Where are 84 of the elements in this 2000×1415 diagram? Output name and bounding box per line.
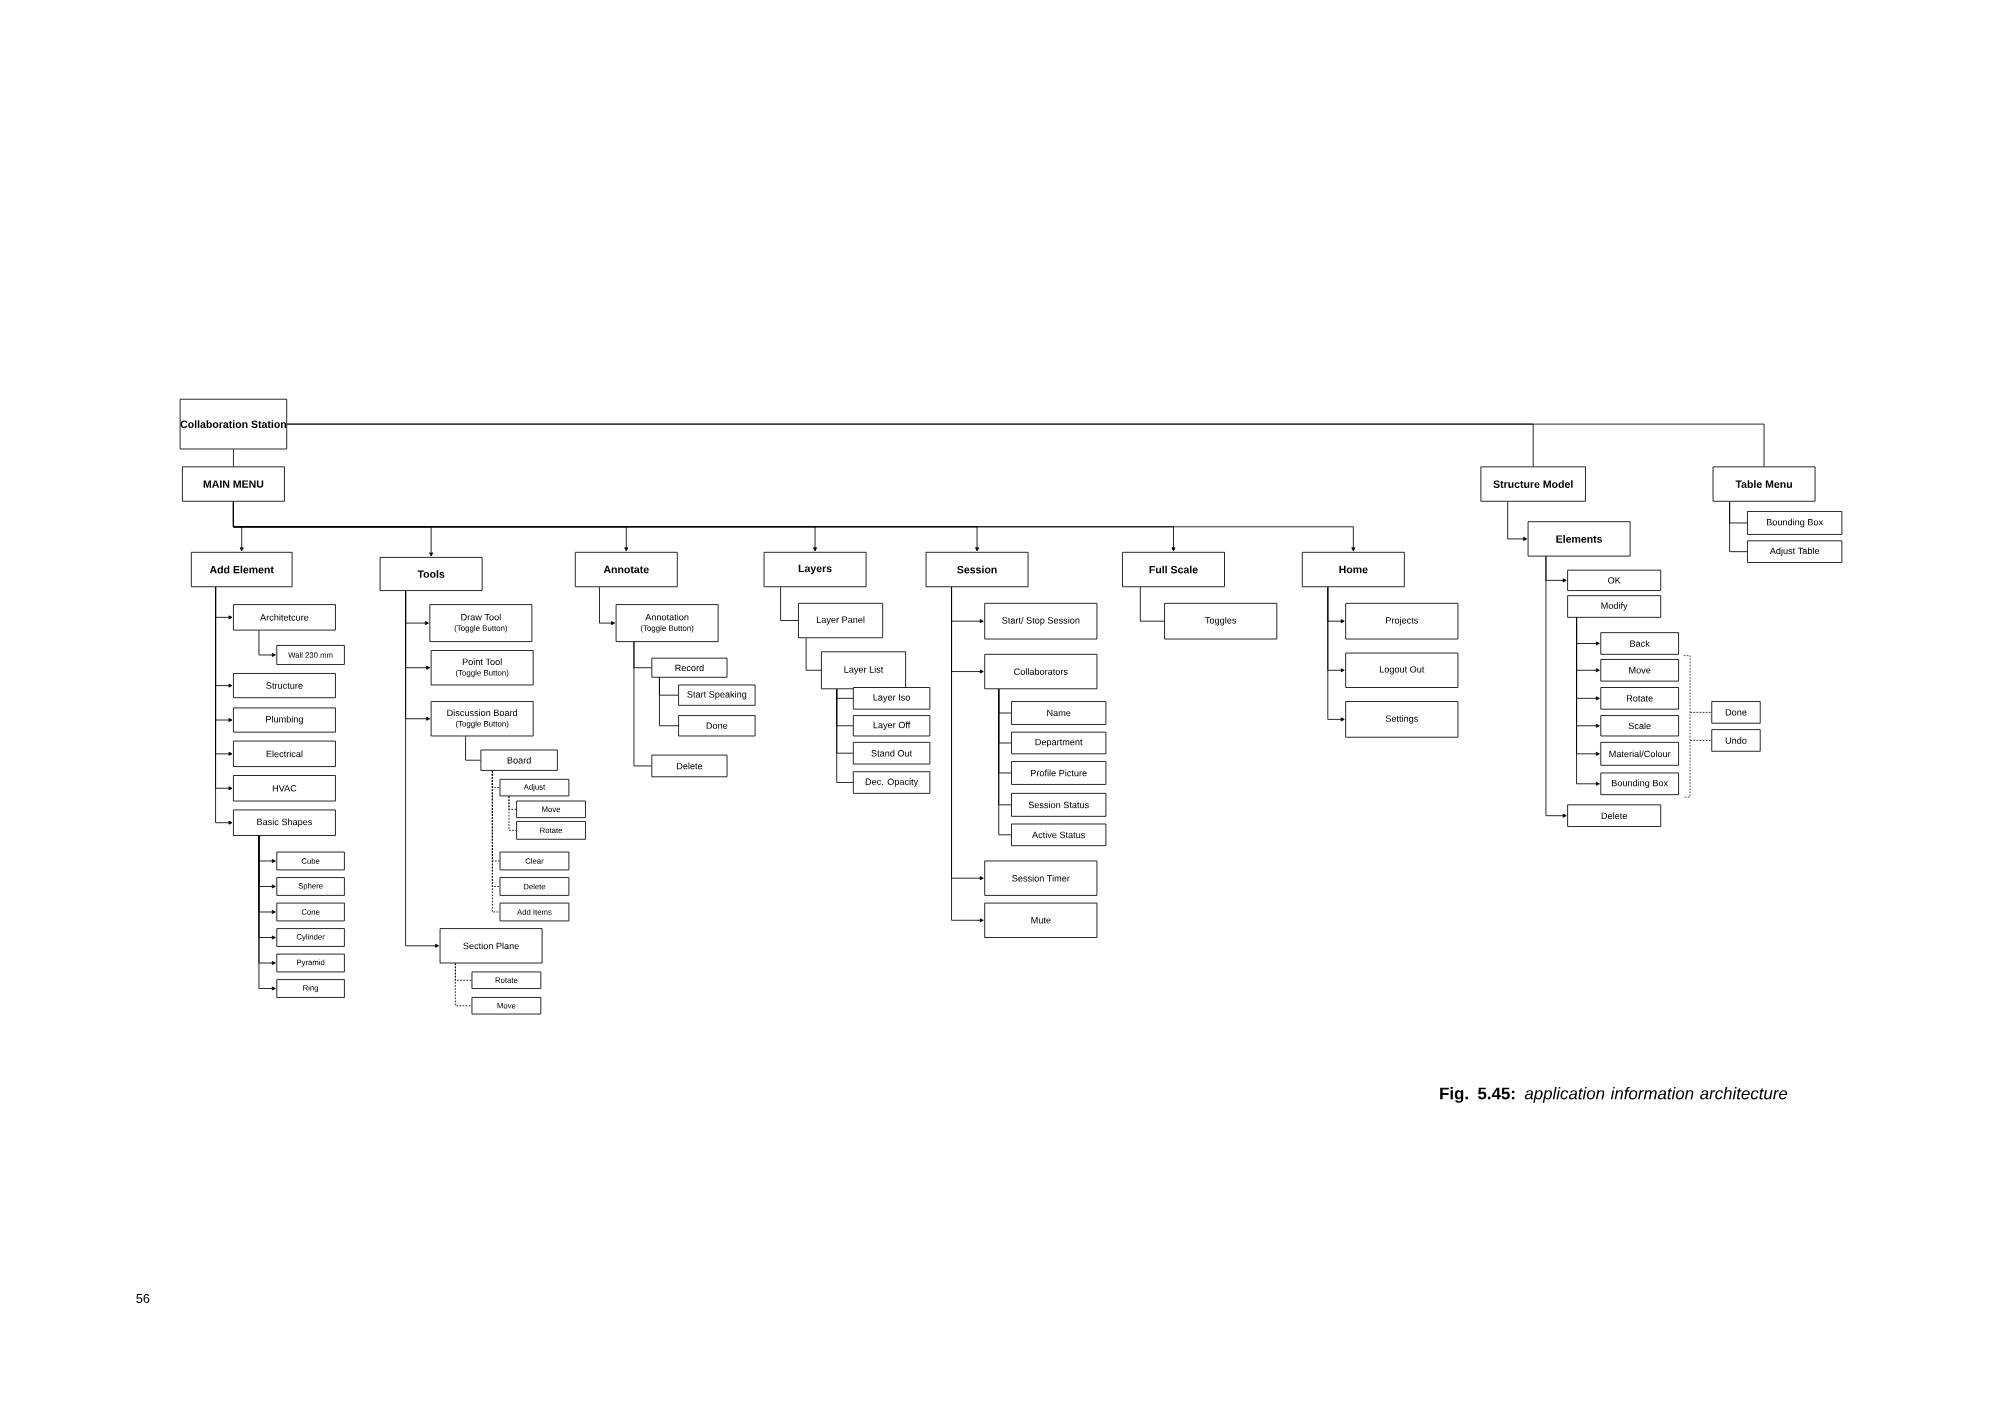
menu-box: Architetcure <box>233 604 336 631</box>
menu-box: Layer Off <box>852 715 931 737</box>
menu-box: Delete <box>1567 804 1662 828</box>
menu-box: Collaboration Station <box>179 399 288 450</box>
arrow <box>1545 556 1567 818</box>
arrow <box>1327 586 1345 722</box>
connector-line <box>805 638 822 671</box>
connector-line <box>508 796 517 831</box>
menu-box: Session Status <box>1011 793 1107 817</box>
menu-box: Add Element <box>190 552 293 588</box>
menu-box: Record <box>651 658 728 678</box>
menu-box: Annotate <box>574 552 678 588</box>
menu-box: Projects <box>1345 603 1459 640</box>
menu-box: Department <box>1011 731 1107 755</box>
connector-line <box>233 449 234 468</box>
bracket <box>1683 655 1691 798</box>
connector-line <box>286 423 1765 468</box>
connector-line <box>659 677 679 727</box>
menu-box: Structure <box>233 673 336 699</box>
menu-box: Bounding Box <box>1747 511 1843 536</box>
menu-box: Logout Out <box>1345 652 1459 689</box>
arrow <box>233 501 1356 552</box>
connector-line <box>454 963 472 1007</box>
menu-box: Modify <box>1567 595 1662 618</box>
menu-box: OK <box>1567 569 1662 592</box>
menu-box: Full Scale <box>1122 552 1225 588</box>
connector-line <box>780 586 799 622</box>
menu-box: Collaborators <box>984 654 1098 690</box>
connector-line <box>998 689 1012 836</box>
menu-box: Structure Model <box>1480 466 1586 502</box>
menu-box: Section Plane <box>439 928 543 964</box>
menu-box: Scale <box>1600 715 1679 737</box>
menu-box: Done <box>678 715 756 737</box>
menu-box: Done <box>1711 701 1761 724</box>
connector-line <box>836 689 854 784</box>
arrow <box>258 835 276 991</box>
menu-box: Tools <box>379 557 483 592</box>
menu-box: Toggles <box>1164 603 1278 640</box>
menu-box: Board <box>480 749 558 772</box>
menu-box: Bounding Box <box>1600 772 1679 796</box>
menu-box: Plumbing <box>233 707 336 733</box>
menu-box: Material/Colour <box>1600 742 1679 766</box>
arrow <box>405 590 440 948</box>
menu-box: Session <box>925 552 1029 588</box>
menu-box: Layer Iso <box>852 687 931 710</box>
arrow <box>1507 501 1528 542</box>
menu-box: Active Status <box>1011 823 1107 847</box>
connector-line <box>465 736 481 761</box>
menu-box: MAIN MENU <box>182 466 285 502</box>
connector-line <box>491 770 500 913</box>
menu-box: Session Timer <box>984 860 1098 897</box>
connector-line <box>1729 501 1748 553</box>
menu-box: Table Menu <box>1712 466 1816 502</box>
menu-box: Undo <box>1711 729 1761 752</box>
menu-box: Adjust Table <box>1747 540 1843 564</box>
menu-box: Start Speaking <box>678 684 756 706</box>
menu-box: Elements <box>1527 521 1631 557</box>
menu-box: HVAC <box>233 775 336 802</box>
connector-line <box>1139 586 1165 622</box>
menu-box: Start/ Stop Session <box>984 603 1098 640</box>
menu-box: Settings <box>1345 701 1459 738</box>
connector-line <box>633 641 652 767</box>
figure-caption: Fig. 5.45: application information architecture <box>1440 1087 1788 1104</box>
menu-box: Rotate <box>1600 687 1679 710</box>
menu-box: Profile Picture <box>1011 761 1107 786</box>
menu-box: Layer List <box>821 651 907 690</box>
menu-box: Mute <box>984 902 1098 939</box>
connector-line <box>1689 740 1712 742</box>
menu-box: Dec. Opacity <box>852 771 931 794</box>
menu-box: Move <box>1600 659 1679 682</box>
menu-box: Layer Panel <box>798 603 884 639</box>
arrow <box>1576 617 1600 786</box>
menu-box: Stand Out <box>852 742 931 765</box>
arrow <box>599 586 616 626</box>
menu-box: Basic Shapes <box>233 809 336 837</box>
page-number: 56 <box>136 1294 150 1304</box>
arrow <box>258 630 276 658</box>
menu-box: Name <box>1011 701 1107 726</box>
menu-box: Electrical <box>233 740 336 768</box>
connector-line <box>1689 712 1712 714</box>
menu-box: Layers <box>763 552 867 588</box>
menu-box: Home <box>1301 552 1405 588</box>
menu-box: Back <box>1600 632 1679 655</box>
menu-box: Delete <box>651 754 728 778</box>
